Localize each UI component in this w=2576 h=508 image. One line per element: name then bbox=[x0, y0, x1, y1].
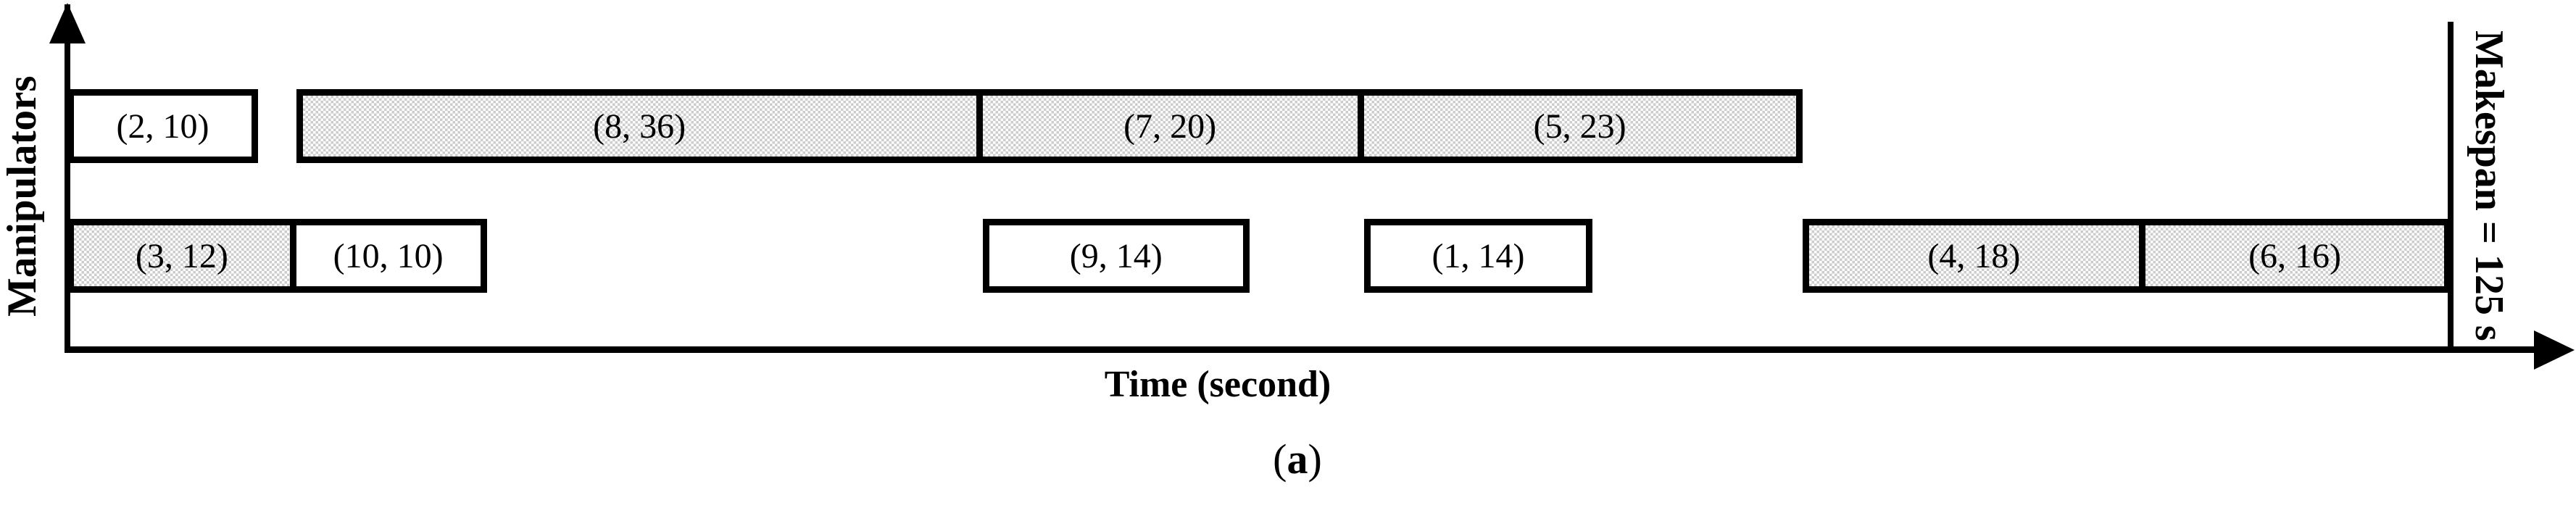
task-bar-job-1: (1, 14) bbox=[1363, 219, 1593, 293]
makespan-label: Makespan = 125 s bbox=[2467, 30, 2511, 341]
task-bar-label: (9, 14) bbox=[1069, 236, 1163, 275]
task-bar-job-6: (6, 16) bbox=[2145, 219, 2451, 293]
caption-letter: a bbox=[1287, 436, 1308, 483]
makespan-line bbox=[2448, 22, 2454, 350]
task-bar-label: (2, 10) bbox=[116, 107, 209, 146]
task-bar-label: (1, 14) bbox=[1432, 236, 1525, 275]
task-bar-job-7: (7, 20) bbox=[982, 89, 1364, 163]
x-axis-arrowhead-icon bbox=[2534, 330, 2575, 370]
task-bar-label: (6, 16) bbox=[2248, 236, 2342, 275]
x-axis bbox=[65, 346, 2540, 353]
caption-open-paren: ( bbox=[1273, 436, 1287, 483]
task-bar-label: (8, 36) bbox=[593, 107, 686, 146]
task-bar-job-9: (9, 14) bbox=[982, 219, 1250, 293]
y-axis-arrowhead-icon bbox=[49, 3, 86, 43]
task-bar-job-8: (8, 36) bbox=[296, 89, 983, 163]
task-bar-job-2: (2, 10) bbox=[67, 89, 259, 163]
task-bar-label: (4, 18) bbox=[1927, 236, 2021, 275]
task-bar-label: (5, 23) bbox=[1533, 107, 1626, 146]
caption-close-paren: ) bbox=[1308, 436, 1322, 483]
task-bar-job-4: (4, 18) bbox=[1802, 219, 2146, 293]
task-bar-label: (3, 12) bbox=[135, 236, 228, 275]
task-bar-job-10: (10, 10) bbox=[296, 219, 487, 293]
task-bar-label: (10, 10) bbox=[333, 236, 444, 275]
x-axis-label: Time (second) bbox=[1104, 364, 1331, 405]
figure-caption: (a) bbox=[1189, 426, 1406, 493]
y-axis bbox=[65, 4, 70, 350]
y-axis-label: Manipulators bbox=[0, 75, 45, 317]
task-bar-job-5: (5, 23) bbox=[1363, 89, 1803, 163]
task-bar-job-3: (3, 12) bbox=[67, 219, 296, 293]
task-bar-label: (7, 20) bbox=[1123, 107, 1217, 146]
